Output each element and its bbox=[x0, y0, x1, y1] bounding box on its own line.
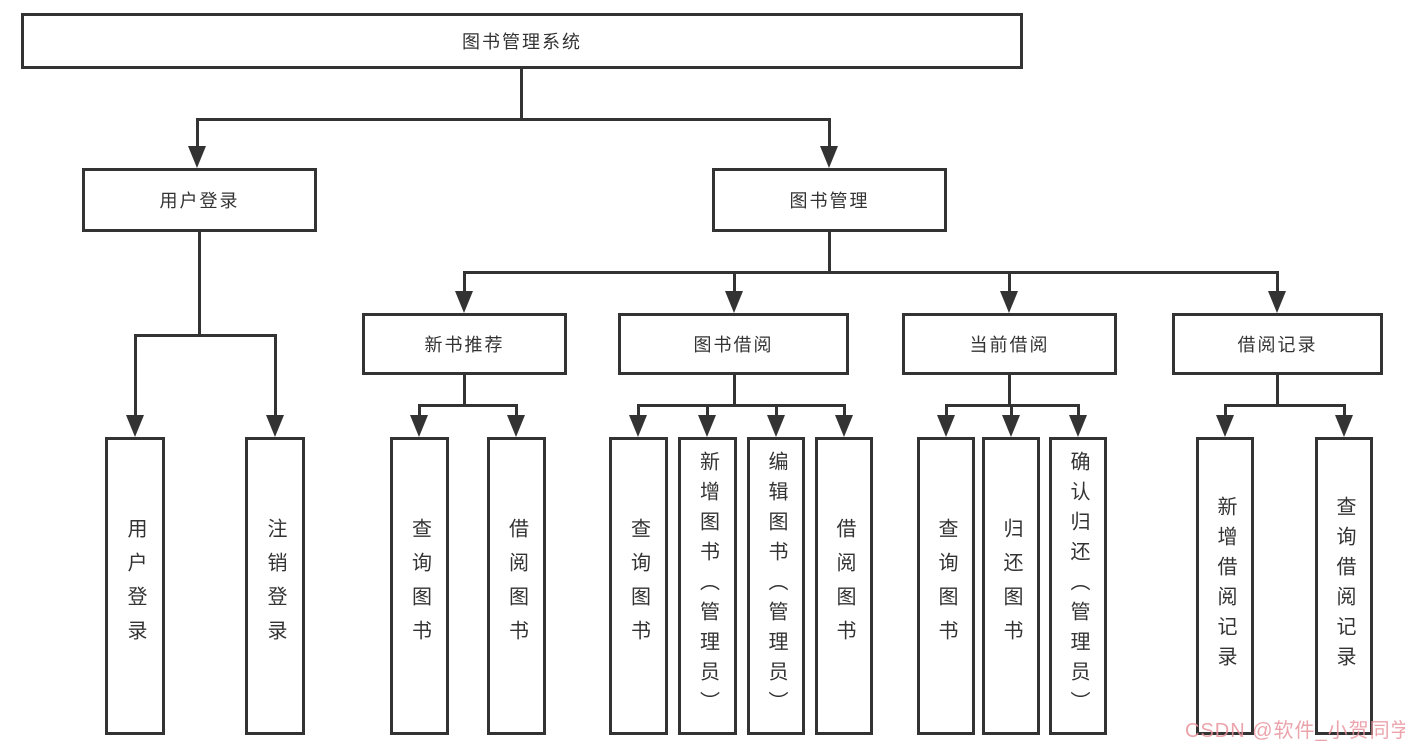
arrow-down-icon bbox=[1069, 415, 1087, 437]
node-label: 注销登录 bbox=[264, 518, 286, 654]
connector-line bbox=[418, 404, 421, 417]
connector-line bbox=[515, 404, 518, 417]
connector-line bbox=[520, 69, 523, 120]
leaf-recommend-borrow-books: 借阅图书 bbox=[487, 437, 546, 735]
node-label: 查询图书 bbox=[627, 518, 650, 654]
node-borrow-records: 借阅记录 bbox=[1172, 313, 1383, 375]
node-user-login: 用户登录 bbox=[82, 168, 317, 232]
connector-line bbox=[733, 375, 736, 406]
arrow-down-icon bbox=[1000, 291, 1018, 313]
connector-line bbox=[198, 232, 201, 336]
connector-line bbox=[1276, 375, 1279, 406]
leaf-recommend-query-books: 查询图书 bbox=[390, 437, 449, 735]
node-label: 当前借阅 bbox=[969, 335, 1050, 355]
connector-line bbox=[706, 404, 709, 417]
connector-line bbox=[828, 118, 831, 152]
connector-line bbox=[1008, 271, 1011, 293]
leaf-user-login: 用户登录 bbox=[105, 437, 165, 735]
connector-line bbox=[1343, 404, 1346, 417]
node-label: 借阅图书 bbox=[833, 518, 855, 654]
arrow-down-icon bbox=[410, 415, 428, 437]
arrow-down-icon bbox=[188, 146, 206, 168]
arrow-down-icon bbox=[1268, 291, 1286, 313]
leaf-borrowing-query-books: 查询图书 bbox=[609, 437, 668, 735]
leaf-add-borrow-record: 新增借阅记录 bbox=[1196, 437, 1254, 735]
node-label: 新书推荐 bbox=[424, 335, 505, 355]
node-label: 用户登录 bbox=[124, 518, 146, 654]
node-label: 确认归还（管理员） bbox=[1067, 451, 1089, 721]
connector-line bbox=[775, 404, 778, 417]
connector-line bbox=[1225, 404, 1345, 407]
node-label: 图书借阅 bbox=[693, 335, 774, 355]
node-label: 借阅记录 bbox=[1237, 335, 1318, 355]
connector-line bbox=[463, 271, 466, 293]
node-label: 图书管理系统 bbox=[462, 32, 582, 52]
arrow-down-icon bbox=[1216, 415, 1234, 437]
node-label: 图书管理 bbox=[789, 191, 870, 211]
csdn-watermark: CSDN @软件_小贺同学 bbox=[1185, 720, 1405, 742]
arrow-down-icon bbox=[725, 291, 743, 313]
node-book-borrowing: 图书借阅 bbox=[618, 313, 849, 375]
arrow-down-icon bbox=[1335, 415, 1353, 437]
connector-line bbox=[134, 334, 277, 337]
leaf-edit-books-admin: 编辑图书（管理员） bbox=[747, 437, 805, 735]
connector-line bbox=[197, 118, 831, 121]
node-label: 新增图书（管理员） bbox=[696, 451, 719, 721]
connector-line bbox=[196, 118, 199, 152]
node-label: 查询图书 bbox=[408, 518, 431, 654]
connector-line bbox=[828, 232, 831, 273]
node-root-library-system: 图书管理系统 bbox=[21, 13, 1023, 69]
node-label: 查询借阅记录 bbox=[1333, 496, 1355, 676]
arrow-down-icon bbox=[767, 415, 785, 437]
arrow-down-icon bbox=[629, 415, 647, 437]
arrow-down-icon bbox=[835, 415, 853, 437]
node-label: 借阅图书 bbox=[505, 518, 528, 654]
connector-line bbox=[274, 334, 277, 417]
leaf-current-query-books: 查询图书 bbox=[917, 437, 975, 735]
connector-line bbox=[419, 404, 517, 407]
arrow-down-icon bbox=[266, 415, 284, 437]
connector-line bbox=[1010, 404, 1013, 417]
node-current-borrowing: 当前借阅 bbox=[902, 313, 1117, 375]
connector-line bbox=[1008, 375, 1011, 406]
connector-line bbox=[134, 334, 137, 417]
leaf-confirm-return-admin: 确认归还（管理员） bbox=[1049, 437, 1107, 735]
node-label: 查询图书 bbox=[935, 518, 957, 654]
arrow-down-icon bbox=[126, 415, 144, 437]
arrow-down-icon bbox=[698, 415, 716, 437]
node-label: 归还图书 bbox=[1000, 518, 1022, 654]
connector-line bbox=[1077, 404, 1080, 417]
connector-line bbox=[638, 404, 845, 407]
arrow-down-icon bbox=[507, 415, 525, 437]
node-label: 编辑图书（管理员） bbox=[765, 451, 787, 721]
leaf-borrowing-borrow-books: 借阅图书 bbox=[815, 437, 873, 735]
connector-line bbox=[463, 375, 466, 406]
node-label: 用户登录 bbox=[159, 191, 240, 211]
arrow-down-icon bbox=[455, 291, 473, 313]
node-book-management: 图书管理 bbox=[712, 168, 947, 232]
connector-line bbox=[637, 404, 640, 417]
connector-line bbox=[1224, 404, 1227, 417]
arrow-down-icon bbox=[820, 146, 838, 168]
leaf-add-books-admin: 新增图书（管理员） bbox=[678, 437, 737, 735]
leaf-query-borrow-record: 查询借阅记录 bbox=[1315, 437, 1373, 735]
leaf-return-books: 归还图书 bbox=[982, 437, 1040, 735]
arrow-down-icon bbox=[937, 415, 955, 437]
leaf-logout: 注销登录 bbox=[245, 437, 305, 735]
node-label: 新增借阅记录 bbox=[1214, 496, 1236, 676]
node-new-book-recommend: 新书推荐 bbox=[362, 313, 567, 375]
arrow-down-icon bbox=[1002, 415, 1020, 437]
connector-line bbox=[1276, 271, 1279, 293]
connector-line bbox=[945, 404, 948, 417]
connector-line bbox=[733, 271, 736, 293]
connector-line bbox=[463, 271, 1278, 274]
connector-line bbox=[843, 404, 846, 417]
